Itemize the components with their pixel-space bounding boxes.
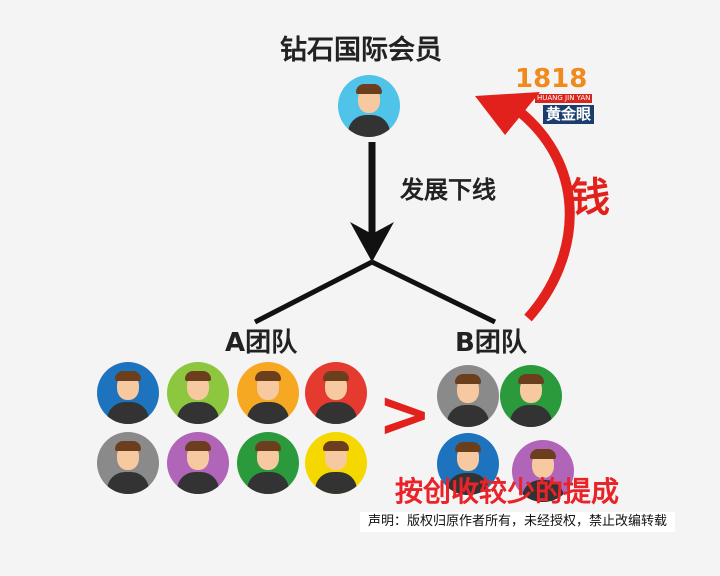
team-a-member-avatar: [167, 432, 229, 494]
team-a-member-avatar: [97, 362, 159, 424]
logo-name: 黄金眼: [543, 105, 595, 124]
person-body: [247, 472, 289, 494]
team-b-member-avatar: [512, 440, 574, 502]
person-body: [177, 402, 219, 424]
subtitle: 按创收较少的提成: [395, 475, 620, 508]
branch-line-b: [370, 259, 497, 325]
team-a-member-avatar: [167, 362, 229, 424]
person-body: [315, 402, 357, 424]
person-hair: [185, 441, 211, 451]
team-a-member-avatar: [237, 432, 299, 494]
person-hair: [115, 371, 141, 381]
logo-number: 1818: [515, 64, 588, 94]
person-body: [522, 480, 564, 502]
person-body: [315, 472, 357, 494]
person-body: [447, 405, 489, 427]
person-hair: [518, 374, 544, 384]
team-a-label: A团队: [225, 328, 298, 358]
money-arrow-curve: [516, 108, 575, 322]
channel-logo: 1818 HUANG JIN YAN 黄金眼: [515, 66, 615, 126]
develop-label: 发展下线: [400, 176, 496, 204]
top-member-avatar: [338, 75, 400, 137]
team-b-member-avatar: [500, 365, 562, 427]
team-a-member-avatar: [305, 432, 367, 494]
person-hair: [455, 374, 481, 384]
person-hair: [323, 441, 349, 451]
person-hair: [455, 442, 481, 452]
logo-pinyin: HUANG JIN YAN: [535, 94, 593, 103]
money-arrow-head: [475, 92, 540, 135]
team-b-member-avatar: [437, 433, 499, 495]
person-hair: [255, 371, 281, 381]
down-arrow-head: [350, 222, 394, 262]
person-body: [510, 405, 552, 427]
person-hair: [323, 371, 349, 381]
team-a-member-avatar: [305, 362, 367, 424]
person-hair: [185, 371, 211, 381]
team-a-member-avatar: [97, 432, 159, 494]
copyright-notice: 声明：版权归原作者所有，未经授权，禁止改编转载: [360, 512, 676, 532]
diagram-title: 钻石国际会员: [280, 35, 442, 66]
person-hair: [255, 441, 281, 451]
person-body: [348, 115, 390, 137]
greater-than-sign: >: [378, 378, 432, 452]
person-body: [247, 402, 289, 424]
branch-line-a: [253, 259, 374, 325]
person-hair: [115, 441, 141, 451]
team-b-label: B团队: [455, 328, 527, 358]
person-hair: [356, 84, 382, 94]
person-body: [107, 402, 149, 424]
team-a-member-avatar: [237, 362, 299, 424]
person-body: [177, 472, 219, 494]
person-body: [107, 472, 149, 494]
person-hair: [530, 449, 556, 459]
money-label: 钱: [570, 175, 610, 221]
team-b-member-avatar: [437, 365, 499, 427]
person-body: [447, 473, 489, 495]
